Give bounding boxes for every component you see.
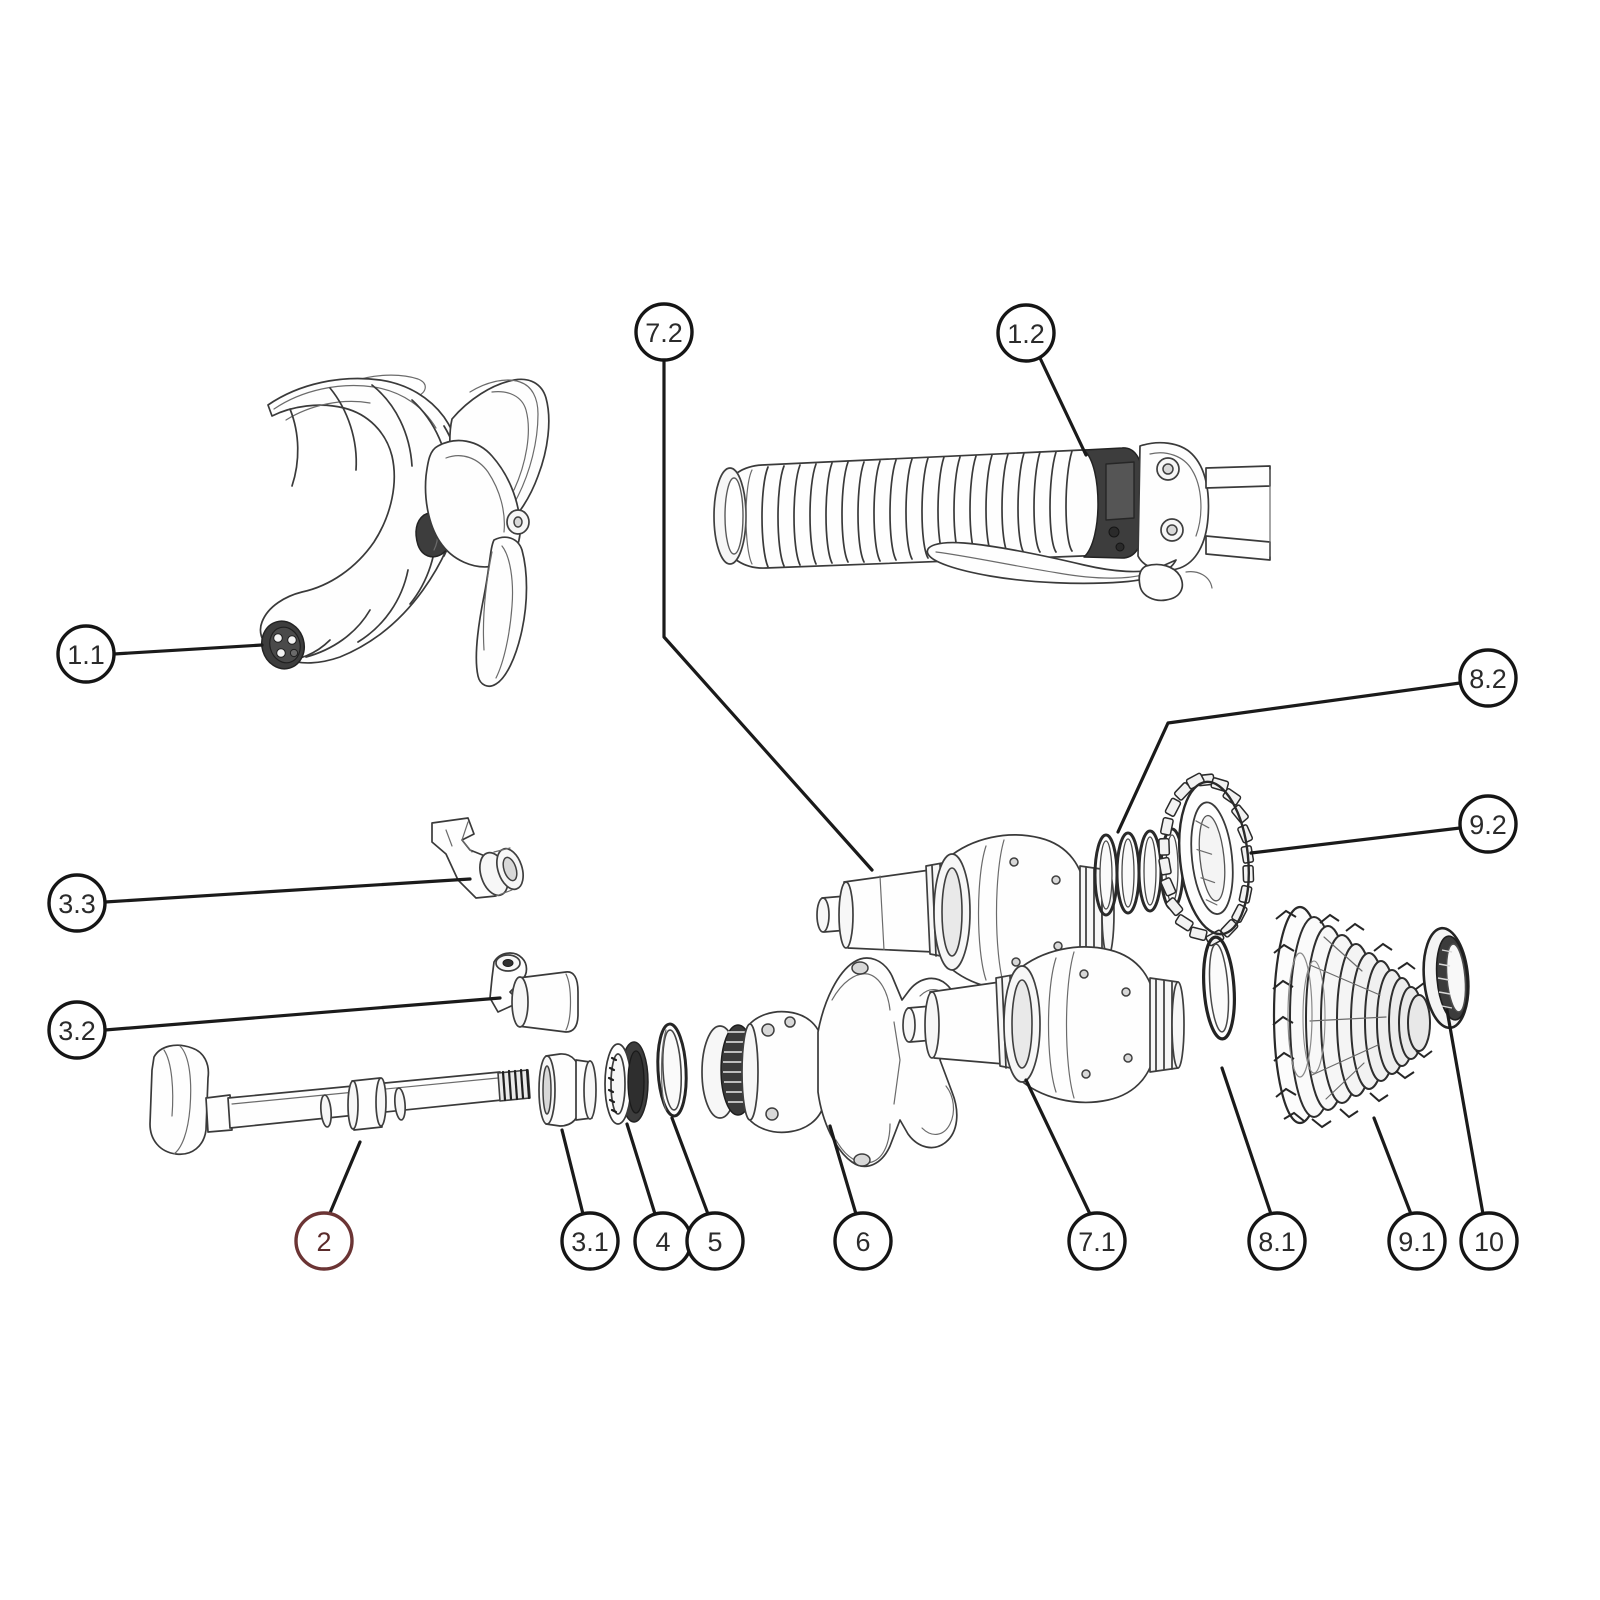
- callout-group-6[interactable]: 6: [833, 1211, 893, 1271]
- bearing-seal-part: [604, 1041, 649, 1125]
- leader-3-2: [103, 996, 502, 1032]
- leader-7-2: [662, 358, 874, 872]
- shifter-clamp-part: [1083, 447, 1143, 559]
- callout-label-3-2: 3.2: [58, 1016, 96, 1046]
- callout-circle-2[interactable]: [294, 1211, 354, 1271]
- callout-group-9-2[interactable]: 9.2: [1458, 794, 1518, 854]
- callout-group-10[interactable]: 10: [1459, 1211, 1519, 1271]
- callout-group-1-1[interactable]: 1.1: [56, 624, 116, 684]
- lever-retaining-clip-part: [431, 817, 524, 899]
- cassette-sprockets-part: [1272, 905, 1433, 1129]
- leader-2: [328, 1140, 362, 1215]
- leader-9-1: [1372, 1116, 1413, 1216]
- callout-group-1-2[interactable]: 1.2: [996, 303, 1056, 363]
- callout-label-8-1: 8.1: [1258, 1227, 1296, 1257]
- leader-1-1: [112, 643, 264, 656]
- callout-circle-8-1[interactable]: [1247, 1211, 1307, 1271]
- callout-label-3-1: 3.1: [571, 1227, 609, 1257]
- leader-5: [670, 1116, 710, 1216]
- leader-4: [625, 1122, 657, 1216]
- leader-6: [828, 1124, 858, 1216]
- flat-bar-grip-assembly: [713, 441, 1271, 602]
- spacer-ring-part: [1202, 935, 1236, 1041]
- callout-group-8-1[interactable]: 8.1: [1247, 1211, 1307, 1271]
- leader-3-1: [560, 1128, 585, 1216]
- lockring-part: [1422, 926, 1470, 1030]
- leader-9-2: [1249, 826, 1462, 855]
- retaining-ring-part: [656, 1022, 688, 1118]
- callout-group-7-2[interactable]: 7.2: [634, 302, 694, 362]
- callout-circle-3-1[interactable]: [560, 1211, 620, 1271]
- leader-1-2: [1038, 356, 1088, 457]
- callout-group-3-1[interactable]: 3.1: [560, 1211, 620, 1271]
- callout-group-5[interactable]: 5: [685, 1211, 745, 1271]
- callout-circle-1-2[interactable]: [996, 303, 1056, 363]
- callout-circle-8-2[interactable]: [1458, 648, 1518, 708]
- callout-circle-1-1[interactable]: [56, 624, 116, 684]
- callout-label-7-1: 7.1: [1078, 1227, 1116, 1257]
- callout-label-3-3: 3.3: [58, 889, 96, 919]
- leader-8-1: [1220, 1066, 1273, 1216]
- callout-circle-7-2[interactable]: [634, 302, 694, 362]
- leader-10: [1445, 1008, 1485, 1216]
- callout-label-9-1: 9.1: [1398, 1227, 1436, 1257]
- callout-label-7-2: 7.2: [645, 318, 683, 348]
- callout-circle-9-2[interactable]: [1458, 794, 1518, 854]
- callout-label-2: 2: [316, 1227, 331, 1257]
- leader-3-3: [103, 877, 472, 904]
- callout-label-4: 4: [655, 1227, 670, 1257]
- callout-circle-7-1[interactable]: [1067, 1211, 1127, 1271]
- callout-group-8-2[interactable]: 8.2: [1458, 648, 1518, 708]
- callout-circle-3-3[interactable]: [47, 873, 107, 933]
- thru-axle-part: [149, 1044, 531, 1156]
- callout-label-8-2: 8.2: [1469, 664, 1507, 694]
- callout-group-3-2[interactable]: 3.2: [47, 1000, 107, 1060]
- callout-circle-5[interactable]: [685, 1211, 745, 1271]
- callout-circle-10[interactable]: [1459, 1211, 1519, 1271]
- callout-label-1-2: 1.2: [1007, 319, 1045, 349]
- callout-circle-9-1[interactable]: [1387, 1211, 1447, 1271]
- leader-lines: [103, 356, 1485, 1216]
- freehub-body-lower-part: [902, 946, 1185, 1104]
- single-sprocket-part: [1158, 772, 1255, 947]
- callout-label-10: 10: [1474, 1227, 1504, 1257]
- leader-7-1: [1024, 1078, 1092, 1216]
- callout-group-2[interactable]: 2: [294, 1211, 354, 1271]
- callout-group-3-3[interactable]: 3.3: [47, 873, 107, 933]
- callout-label-9-2: 9.2: [1469, 810, 1507, 840]
- callout-circle-6[interactable]: [833, 1211, 893, 1271]
- callout-circle-3-2[interactable]: [47, 1000, 107, 1060]
- callout-label-6: 6: [855, 1227, 870, 1257]
- bar-end-plug-part: [261, 620, 305, 670]
- callout-group-7-1[interactable]: 7.1: [1067, 1211, 1127, 1271]
- freehub-body-upper-part: [816, 834, 1115, 992]
- callout-label-1-1: 1.1: [67, 640, 105, 670]
- axle-end-cap-part: [538, 1053, 597, 1127]
- callout-label-5: 5: [707, 1227, 722, 1257]
- leader-8-2: [1116, 681, 1462, 834]
- drop-bar-lever-assembly: [259, 374, 550, 687]
- callout-group-9-1[interactable]: 9.1: [1387, 1211, 1447, 1271]
- callout-group-4[interactable]: 4: [633, 1211, 693, 1271]
